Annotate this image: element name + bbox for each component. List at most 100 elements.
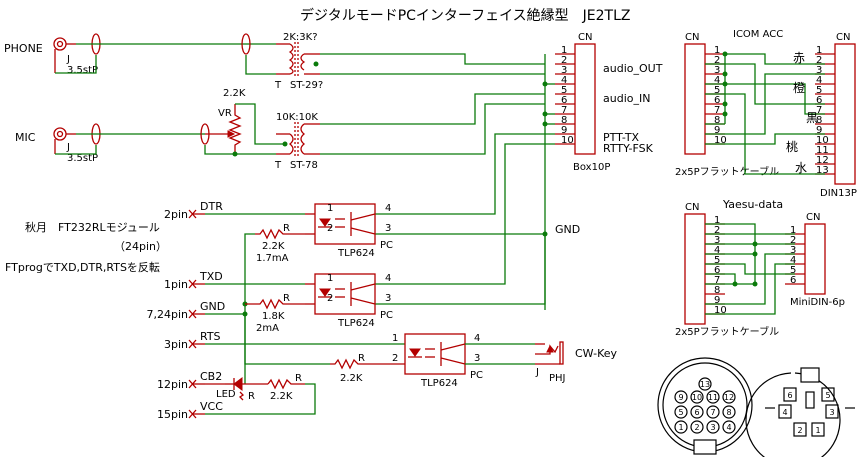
icom-right-pin-number: 9 [816, 125, 822, 136]
r4-ref: R [295, 373, 302, 384]
gnd-label: GND [555, 223, 580, 236]
signal-audio-in: audio_IN [603, 92, 650, 105]
din13-pin-number: 10 [692, 393, 702, 402]
yaesu-right-pin-number: 6 [790, 275, 796, 286]
yaesu-left-part: 2x5Pフラットケーブル [675, 325, 779, 338]
mic-jack-ref: J [66, 142, 70, 153]
r3-value: 2.2K [340, 373, 363, 384]
opto3-pin1: 1 [392, 333, 398, 344]
din13-pin-number: 8 [726, 408, 731, 417]
transformer2-part: ST-78 [290, 160, 318, 171]
din13-pin [722, 390, 736, 404]
yaesu-right-pin-number: 5 [790, 265, 796, 276]
box10p-pin-number: 6 [561, 95, 567, 106]
opto3-part: TLP624 [420, 378, 458, 389]
icom-left-pin-number: 6 [714, 95, 720, 106]
optocoupler-2 [305, 273, 376, 315]
transformer-st29 [288, 42, 320, 76]
icom-left-pin-number: 9 [714, 125, 720, 136]
minidin-pin [778, 404, 792, 419]
r1-value: 2.2K [262, 241, 285, 252]
transformer1-ref: T [274, 80, 282, 91]
signal-audio-out: audio_OUT [603, 62, 663, 75]
din13-pin-number: 7 [710, 408, 715, 417]
box10p-ref: CN [578, 32, 592, 43]
icom-right-pin-number: 3 [816, 65, 822, 76]
icom-left-pin-number: 8 [714, 115, 720, 126]
box10p-connector [574, 43, 596, 155]
optocoupler-3 [404, 333, 466, 375]
r2-value: 1.8K [262, 311, 285, 322]
icom-right-pin-number: 6 [816, 95, 822, 106]
ft-pin-number: 3pin [164, 338, 188, 351]
din13-pin-number: 11 [708, 393, 718, 402]
icom-left-pin-number: 10 [714, 135, 727, 146]
icom-title: ICOM ACC [733, 29, 783, 40]
opto2-part: TLP624 [337, 318, 375, 329]
din13-pin-number: 9 [678, 393, 683, 402]
box10p-pin-number: 1 [561, 45, 567, 56]
icom-left-pin-number: 4 [714, 75, 720, 86]
din13-pin-number: 12 [724, 393, 734, 402]
yaesu-left-pin-number: 7 [714, 275, 720, 286]
icom-right-pin-number: 5 [816, 85, 822, 96]
minidin-pin-number: 6 [787, 391, 792, 400]
vr-potentiometer [228, 104, 242, 154]
opto1-pin3: 3 [385, 223, 391, 234]
din13-pin [706, 405, 720, 419]
minidin-pin-number: 5 [825, 391, 830, 400]
icom-right-pin-number: 7 [816, 105, 822, 116]
diagram-title: デジタルモードPCインターフェイス絶縁型 JE2TLZ [300, 7, 631, 24]
yaesu-left-pin-number: 5 [714, 255, 720, 266]
ft-signal-name: VCC [200, 400, 223, 413]
opto2-pin1: 1 [327, 273, 333, 284]
yaesu-left-pin-number: 8 [714, 285, 720, 296]
din13-pin [674, 390, 688, 404]
minidin-pin [825, 404, 839, 419]
module-pins: （24pin） [114, 240, 167, 253]
yaesu-right-pin-number: 1 [790, 225, 796, 236]
resistor-r1 [255, 228, 305, 240]
r1-ref: R [283, 223, 290, 234]
yaesu-right-pin-number: 2 [790, 235, 796, 246]
box10p-pin-number: 7 [561, 105, 567, 116]
icom-right-pin-number: 11 [816, 145, 829, 156]
minidin-pin-number: 2 [797, 426, 802, 435]
opto3-pin2: 2 [392, 353, 398, 364]
yaesu-cable-connector [684, 213, 706, 325]
transformer-st78 [276, 122, 320, 156]
minidin-pin [811, 422, 825, 437]
r2-ref: R [283, 293, 290, 304]
transformer1-part: ST-29? [290, 80, 323, 91]
yaesu-right-pin-number: 4 [790, 255, 796, 266]
opto1-part: TLP624 [337, 248, 375, 259]
din13-pin-number: 2 [694, 423, 699, 432]
cw-key-label: CW-Key [575, 347, 618, 360]
yaesu-right-pin-number: 3 [790, 245, 796, 256]
minidin-pin-number: 4 [782, 408, 787, 417]
ft-signal-name: RTS [200, 330, 221, 343]
icom-right-pin-number: 8 [816, 115, 822, 126]
din13-pin [722, 420, 736, 434]
status-led [225, 377, 268, 401]
box10p-pin-number: 3 [561, 65, 567, 76]
box10p-pin-number: 4 [561, 75, 567, 86]
mic-jack [53, 127, 76, 154]
transformer1-ratio: 2K:3K? [283, 32, 318, 43]
icom-right-part: DIN13P [820, 188, 857, 199]
yaesu-minidin-connector [804, 223, 826, 295]
box10p-pin-number: 2 [561, 55, 567, 66]
din13-pin [722, 405, 736, 419]
icom-right-pin-number: 12 [816, 155, 829, 166]
opto2-pin4: 4 [385, 273, 391, 284]
r4-value: 2.2K [270, 391, 293, 402]
box10p-pin-number: 5 [561, 85, 567, 96]
icom-left-pin-number: 5 [714, 85, 720, 96]
wire-color-orange: 橙 [793, 80, 805, 95]
din13-pin-number: 6 [694, 408, 699, 417]
yaesu-left-pin-number: 2 [714, 225, 720, 236]
icom-right-pin-number: 10 [816, 135, 829, 146]
phone-label: PHONE [4, 42, 43, 55]
wire-color-light-blue: 水 [795, 161, 807, 175]
